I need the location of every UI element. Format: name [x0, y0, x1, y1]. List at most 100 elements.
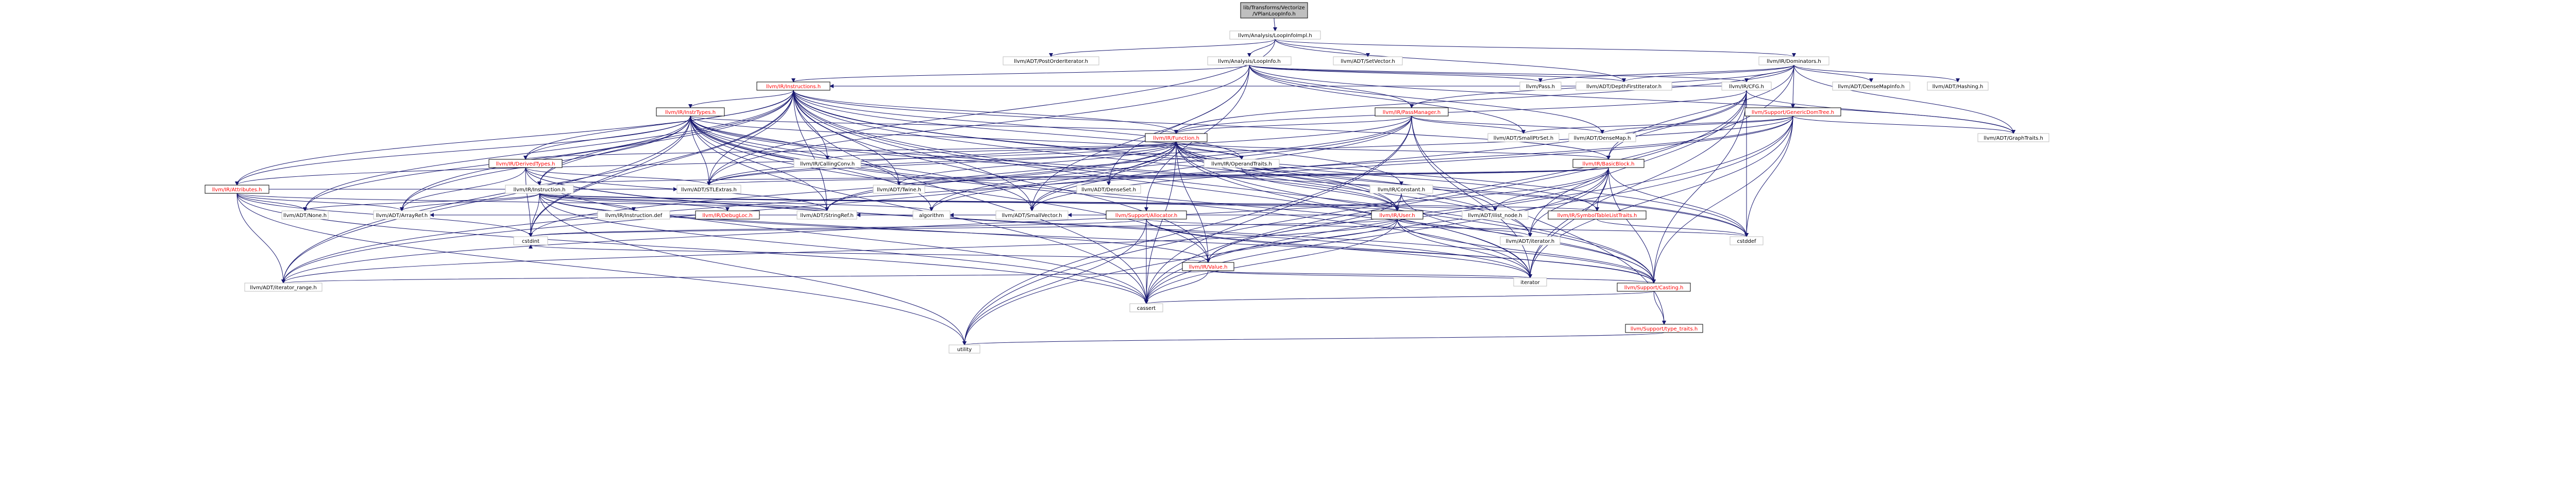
edge-instruction-to-utility	[539, 193, 967, 345]
node-label-root: lib/Transforms/Vectorize	[1243, 5, 1305, 11]
node-label-instructions: llvm/IR/Instructions.h	[766, 84, 821, 90]
edge-insttypes-to-attributes	[235, 115, 691, 186]
edge-function-to-operandtraits	[1176, 141, 1244, 160]
node-label-smallptrset: llvm/ADT/SmallPtrSet.h	[1494, 136, 1553, 141]
edge-gendomtree-to-stlextras	[707, 115, 1793, 186]
node-gendomtree[interactable]: llvm/Support/GenericDomTree.h	[1744, 107, 1841, 117]
node-value[interactable]: llvm/IR/Value.h	[1182, 262, 1234, 271]
node-allocator[interactable]: llvm/Support/Allocator.h	[1106, 210, 1187, 220]
edge-allocator-to-cstddef	[1146, 219, 1749, 237]
node-box-instructions	[756, 81, 831, 91]
node-label-iterrange: llvm/ADT/iterator_range.h	[250, 285, 316, 291]
node-label-densesetdf: llvm/ADT/DenseSet.h	[1081, 187, 1136, 193]
edge-insttypes-to-stringref	[690, 115, 829, 211]
node-iterrange: llvm/ADT/iterator_range.h	[244, 283, 323, 292]
node-stlextras: llvm/ADT/STLExtras.h	[676, 185, 741, 194]
edge-function-to-cstdint	[529, 141, 1177, 237]
node-insttypes[interactable]: llvm/IR/InstrTypes.h	[656, 107, 725, 117]
edge-passmanager-to-iterator	[1411, 115, 1532, 278]
edge-loopinfo-to-graphtraits	[1249, 64, 2015, 134]
edge-function-to-derivedtypes	[523, 141, 1177, 160]
edge-passmanager-to-smallptrset	[1411, 115, 1526, 134]
node-box-iterator	[1513, 277, 1547, 287]
edge-instructions-to-insttypes	[688, 90, 794, 108]
node-label-function: llvm/IR/Function.h	[1153, 136, 1199, 141]
node-box-debugloc	[695, 210, 760, 220]
node-box-typetraits	[1625, 324, 1703, 333]
edge-basicblock-to-cstddef	[1608, 167, 1749, 237]
node-adtiterator: llvm/ADT/iterator.h	[1500, 236, 1561, 245]
node-user[interactable]: llvm/IR/User.h	[1371, 210, 1423, 220]
edge-function-to-callingconv	[825, 141, 1177, 160]
edge-loopinfo-to-pass	[1249, 64, 1543, 82]
edge-cfg-to-iterator	[1528, 90, 1747, 278]
node-iterator: iterator	[1513, 277, 1547, 287]
edge-dominators-to-gendomtree	[1791, 64, 1795, 108]
node-cstddef: cstddef	[1730, 236, 1764, 245]
edge-basicblock-to-cassert	[1144, 167, 1609, 304]
node-box-symtraits	[1548, 210, 1647, 220]
node-label-loopinfo: llvm/Analysis/LoopInfo.h	[1218, 59, 1280, 64]
node-symtraits[interactable]: llvm/IR/SymbolTableListTraits.h	[1548, 210, 1647, 220]
node-root[interactable]: lib/Transforms/Vectorize/VPlanLoopInfo.h	[1240, 2, 1308, 19]
edge-insttypes-to-value	[690, 115, 1210, 263]
node-label-pass: llvm/Pass.h	[1526, 84, 1555, 90]
node-box-cstddef	[1730, 236, 1764, 245]
node-basicblock[interactable]: llvm/IR/BasicBlock.h	[1572, 159, 1645, 168]
edge-gendomtree-to-densemap	[1600, 115, 1793, 134]
edge-instructions-to-cstdint	[529, 90, 794, 237]
edge-gendomtree-to-iterator	[1528, 115, 1793, 278]
edge-derivedtypes-to-stlextras	[525, 167, 711, 186]
node-box-basicblock	[1572, 159, 1645, 168]
edge-instructions-to-smallvector	[793, 90, 1034, 211]
node-hashing: llvm/ADT/Hashing.h	[1927, 81, 1989, 91]
node-label-gendomtree: llvm/Support/GenericDomTree.h	[1752, 110, 1834, 115]
node-attributes[interactable]: llvm/IR/Attributes.h	[205, 185, 269, 194]
edge-instructions-to-casting	[793, 90, 1656, 284]
node-function[interactable]: llvm/IR/Function.h	[1145, 133, 1208, 142]
edge-loopinfo-to-instructions	[791, 64, 1250, 82]
edge-basicblock-to-adtiterator	[1528, 167, 1609, 237]
edge-basicblock-to-iterrange	[281, 167, 1609, 284]
edge-loopinfo-to-cfg	[1249, 64, 1749, 82]
node-box-user	[1371, 210, 1423, 220]
node-none: llvm/ADT/None.h	[281, 210, 329, 220]
node-label-smallvector: llvm/ADT/SmallVector.h	[1002, 213, 1062, 219]
node-utility: utility	[948, 344, 980, 354]
edge-insttypes-to-user	[690, 115, 1399, 211]
node-dominators: llvm/IR/Dominators.h	[1758, 56, 1829, 65]
edge-casting-to-cassert	[1144, 291, 1654, 304]
node-loopinfoimpl: llvm/Analysis/LoopInfoImpl.h	[1229, 30, 1321, 40]
node-stringref: llvm/ADT/StringRef.h	[796, 210, 857, 220]
edge-loopinfoimpl-to-postorder	[1049, 39, 1276, 57]
edge-operandtraits-to-user	[1241, 167, 1399, 211]
node-box-smallptrset	[1487, 133, 1560, 142]
node-box-passmanager	[1375, 107, 1449, 117]
node-label-graphtraits: llvm/ADT/GraphTraits.h	[1984, 136, 2043, 141]
node-typetraits[interactable]: llvm/Support/type_traits.h	[1625, 324, 1703, 333]
node-derivedtypes[interactable]: llvm/IR/DerivedTypes.h	[488, 159, 563, 168]
node-debugloc[interactable]: llvm/IR/DebugLoc.h	[695, 210, 760, 220]
edge-basicblock-to-instruction	[537, 167, 1609, 186]
edge-dominators-to-graphtraits	[1793, 64, 2015, 134]
node-label-allocator: llvm/Support/Allocator.h	[1115, 213, 1177, 219]
node-callingconv: llvm/IR/CallingConv.h	[793, 159, 861, 168]
edge-constant-to-value	[1206, 193, 1402, 263]
node-twine: llvm/ADT/Twine.h	[873, 185, 925, 194]
node-label-hashing: llvm/ADT/Hashing.h	[1933, 84, 1984, 90]
edge-insttypes-to-cstddef	[690, 115, 1749, 237]
node-label-constant: llvm/IR/Constant.h	[1378, 187, 1425, 193]
edge-cfg-to-cassert	[1144, 90, 1747, 304]
node-instructions[interactable]: llvm/IR/Instructions.h	[756, 81, 831, 91]
node-box-instdef	[597, 210, 670, 220]
edge-derivedtypes-to-iterator	[525, 167, 1532, 278]
node-label-typetraits: llvm/Support/type_traits.h	[1631, 326, 1698, 332]
edge-cfg-to-function	[1174, 90, 1747, 134]
edge-gendomtree-to-casting	[1652, 115, 1793, 284]
edge-loopinfo-to-smallvector	[1030, 64, 1250, 211]
node-ilistnode: llvm/ADT/ilist_node.h	[1462, 210, 1529, 220]
edge-instructions-to-adtiterator	[793, 90, 1532, 237]
node-casting[interactable]: llvm/Support/Casting.h	[1617, 283, 1691, 292]
node-passmanager[interactable]: llvm/IR/PassManager.h	[1375, 107, 1449, 117]
edge-insttypes-to-iterator	[690, 115, 1532, 278]
